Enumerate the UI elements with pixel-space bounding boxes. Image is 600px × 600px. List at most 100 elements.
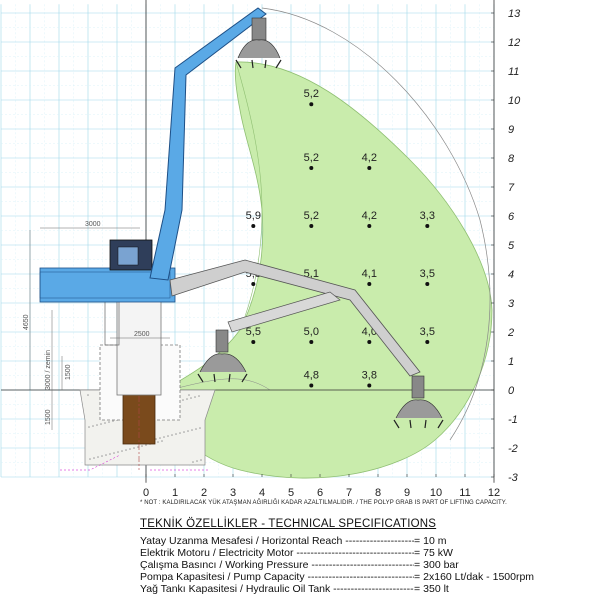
soil-dot bbox=[196, 460, 198, 462]
envelope-inner-curve bbox=[235, 61, 263, 331]
spec-row: Pompa Kapasitesi / Pump Capacity -------… bbox=[140, 571, 535, 583]
capacity-label: 4,8 bbox=[304, 370, 319, 382]
soil-dot bbox=[179, 432, 181, 434]
soil-dot bbox=[157, 441, 159, 443]
soil-dot bbox=[183, 431, 185, 433]
soil-dot bbox=[191, 429, 193, 431]
soil-dot bbox=[93, 457, 95, 459]
soil-dot bbox=[155, 438, 157, 440]
soil-dot bbox=[198, 395, 200, 397]
capacity-label: 5,5 bbox=[246, 326, 261, 338]
soil-dot bbox=[167, 435, 169, 437]
soil-dot bbox=[87, 394, 89, 396]
capacity-point bbox=[367, 383, 372, 388]
foundation bbox=[60, 299, 216, 471]
capacity-point bbox=[425, 340, 430, 344]
soil-dot bbox=[97, 456, 99, 458]
x-tick-label: 8 bbox=[375, 487, 381, 499]
capacity-label: 5,2 bbox=[304, 88, 319, 100]
spec-label: Çalışma Basıncı / Working Pressure -----… bbox=[140, 559, 414, 571]
y-tick-label: -1 bbox=[508, 414, 518, 426]
soil-dot bbox=[104, 422, 106, 424]
capacity-point bbox=[309, 102, 314, 107]
capacity-point bbox=[367, 224, 372, 228]
y-tick-label: 7 bbox=[508, 182, 515, 194]
x-tick-label: 3 bbox=[230, 487, 236, 499]
soil-dot bbox=[121, 450, 123, 452]
x-tick-label: 2 bbox=[201, 487, 207, 499]
soil-dot bbox=[129, 448, 131, 450]
x-tick-label: 7 bbox=[346, 487, 352, 499]
soil-dot bbox=[182, 399, 184, 401]
capacity-point bbox=[425, 282, 430, 286]
dim-width-top: 3000 bbox=[85, 221, 101, 228]
grab-left bbox=[197, 329, 248, 383]
spec-row: Elektrik Motoru / Electricity Motor ----… bbox=[140, 547, 453, 559]
capacity-point bbox=[425, 224, 430, 228]
capacity-point bbox=[309, 383, 314, 388]
dim-ground-label: 3000 / zemin bbox=[45, 350, 52, 390]
spec-label: Elektrik Motoru / Electricity Motor ----… bbox=[140, 547, 414, 559]
capacity-point bbox=[251, 282, 256, 286]
spec-label: Pompa Kapasitesi / Pump Capacity -------… bbox=[140, 571, 414, 583]
reach-arc bbox=[261, 7, 491, 441]
y-tick-label: 8 bbox=[508, 153, 515, 165]
soil-dot bbox=[112, 420, 114, 422]
ground-line-left bbox=[60, 454, 210, 471]
y-tick-label: 9 bbox=[508, 124, 514, 136]
capacity-label: 3,8 bbox=[362, 370, 377, 382]
spec-title: TEKNİK ÖZELLİKLER - TECHNICAL SPECIFICAT… bbox=[140, 518, 437, 530]
y-tick-label: 12 bbox=[508, 37, 520, 49]
capacity-label: 4,1 bbox=[362, 268, 377, 280]
dim-1500-upper: 1500 bbox=[65, 364, 72, 380]
x-tick-label: 1 bbox=[172, 487, 178, 499]
spec-label: Yağ Tankı Kapasitesi / Hydraulic Oil Tan… bbox=[140, 583, 414, 595]
dimensions: 3000 4650 2500 3000 / zemin 1500 1500 bbox=[23, 221, 170, 430]
capacity-label: 5,2 bbox=[304, 210, 319, 222]
capacity-label: 3,3 bbox=[420, 210, 435, 222]
spec-value: 2x160 Lt/dak - 1500rpm bbox=[423, 571, 535, 583]
capacity-label: 5,9 bbox=[246, 210, 261, 222]
dim-base-width: 2500 bbox=[134, 331, 150, 338]
soil-dot bbox=[100, 423, 102, 425]
capacity-point bbox=[367, 340, 372, 344]
capacity-point bbox=[309, 166, 314, 170]
spec-value: 300 bar bbox=[423, 559, 459, 571]
grab-bottom bbox=[393, 375, 444, 429]
cabin-window bbox=[117, 246, 139, 266]
capacity-points: 5,25,24,25,95,24,23,35,85,14,13,55,55,04… bbox=[246, 88, 435, 388]
soil-dot bbox=[194, 396, 196, 398]
soil-dot bbox=[133, 447, 135, 449]
soil-dot bbox=[92, 425, 94, 427]
x-tick-label: 12 bbox=[488, 487, 500, 499]
capacity-point bbox=[367, 282, 372, 286]
capacity-label: 4,2 bbox=[362, 152, 377, 164]
soil-dot bbox=[125, 449, 127, 451]
x-tick-label: 11 bbox=[459, 487, 470, 499]
soil-dot bbox=[200, 459, 202, 461]
soil-dot bbox=[171, 434, 173, 436]
soil-dot bbox=[190, 397, 192, 399]
soil-dot bbox=[141, 445, 143, 447]
soil-dot bbox=[161, 440, 163, 442]
x-tick-label: 5 bbox=[288, 487, 294, 499]
capacity-label: 5,2 bbox=[304, 152, 319, 164]
capacity-point bbox=[251, 224, 256, 228]
soil-dot bbox=[195, 428, 197, 430]
y-tick-label: 2 bbox=[507, 327, 514, 339]
y-tick-label: -2 bbox=[508, 443, 518, 455]
arm bbox=[169, 259, 421, 377]
soil-dot bbox=[159, 437, 161, 439]
platform-rail bbox=[39, 271, 171, 299]
arm-cylinder bbox=[227, 291, 341, 333]
x-tick-label: 4 bbox=[259, 487, 265, 499]
soil-dot bbox=[108, 421, 110, 423]
soil-dot bbox=[88, 426, 90, 428]
working-envelope bbox=[149, 61, 493, 479]
spec-value: 75 kW bbox=[423, 547, 453, 559]
x-tick-label: 9 bbox=[404, 487, 410, 499]
capacity-label: 3,5 bbox=[420, 268, 435, 280]
soil-dot bbox=[145, 444, 147, 446]
soil-dot bbox=[199, 427, 201, 429]
